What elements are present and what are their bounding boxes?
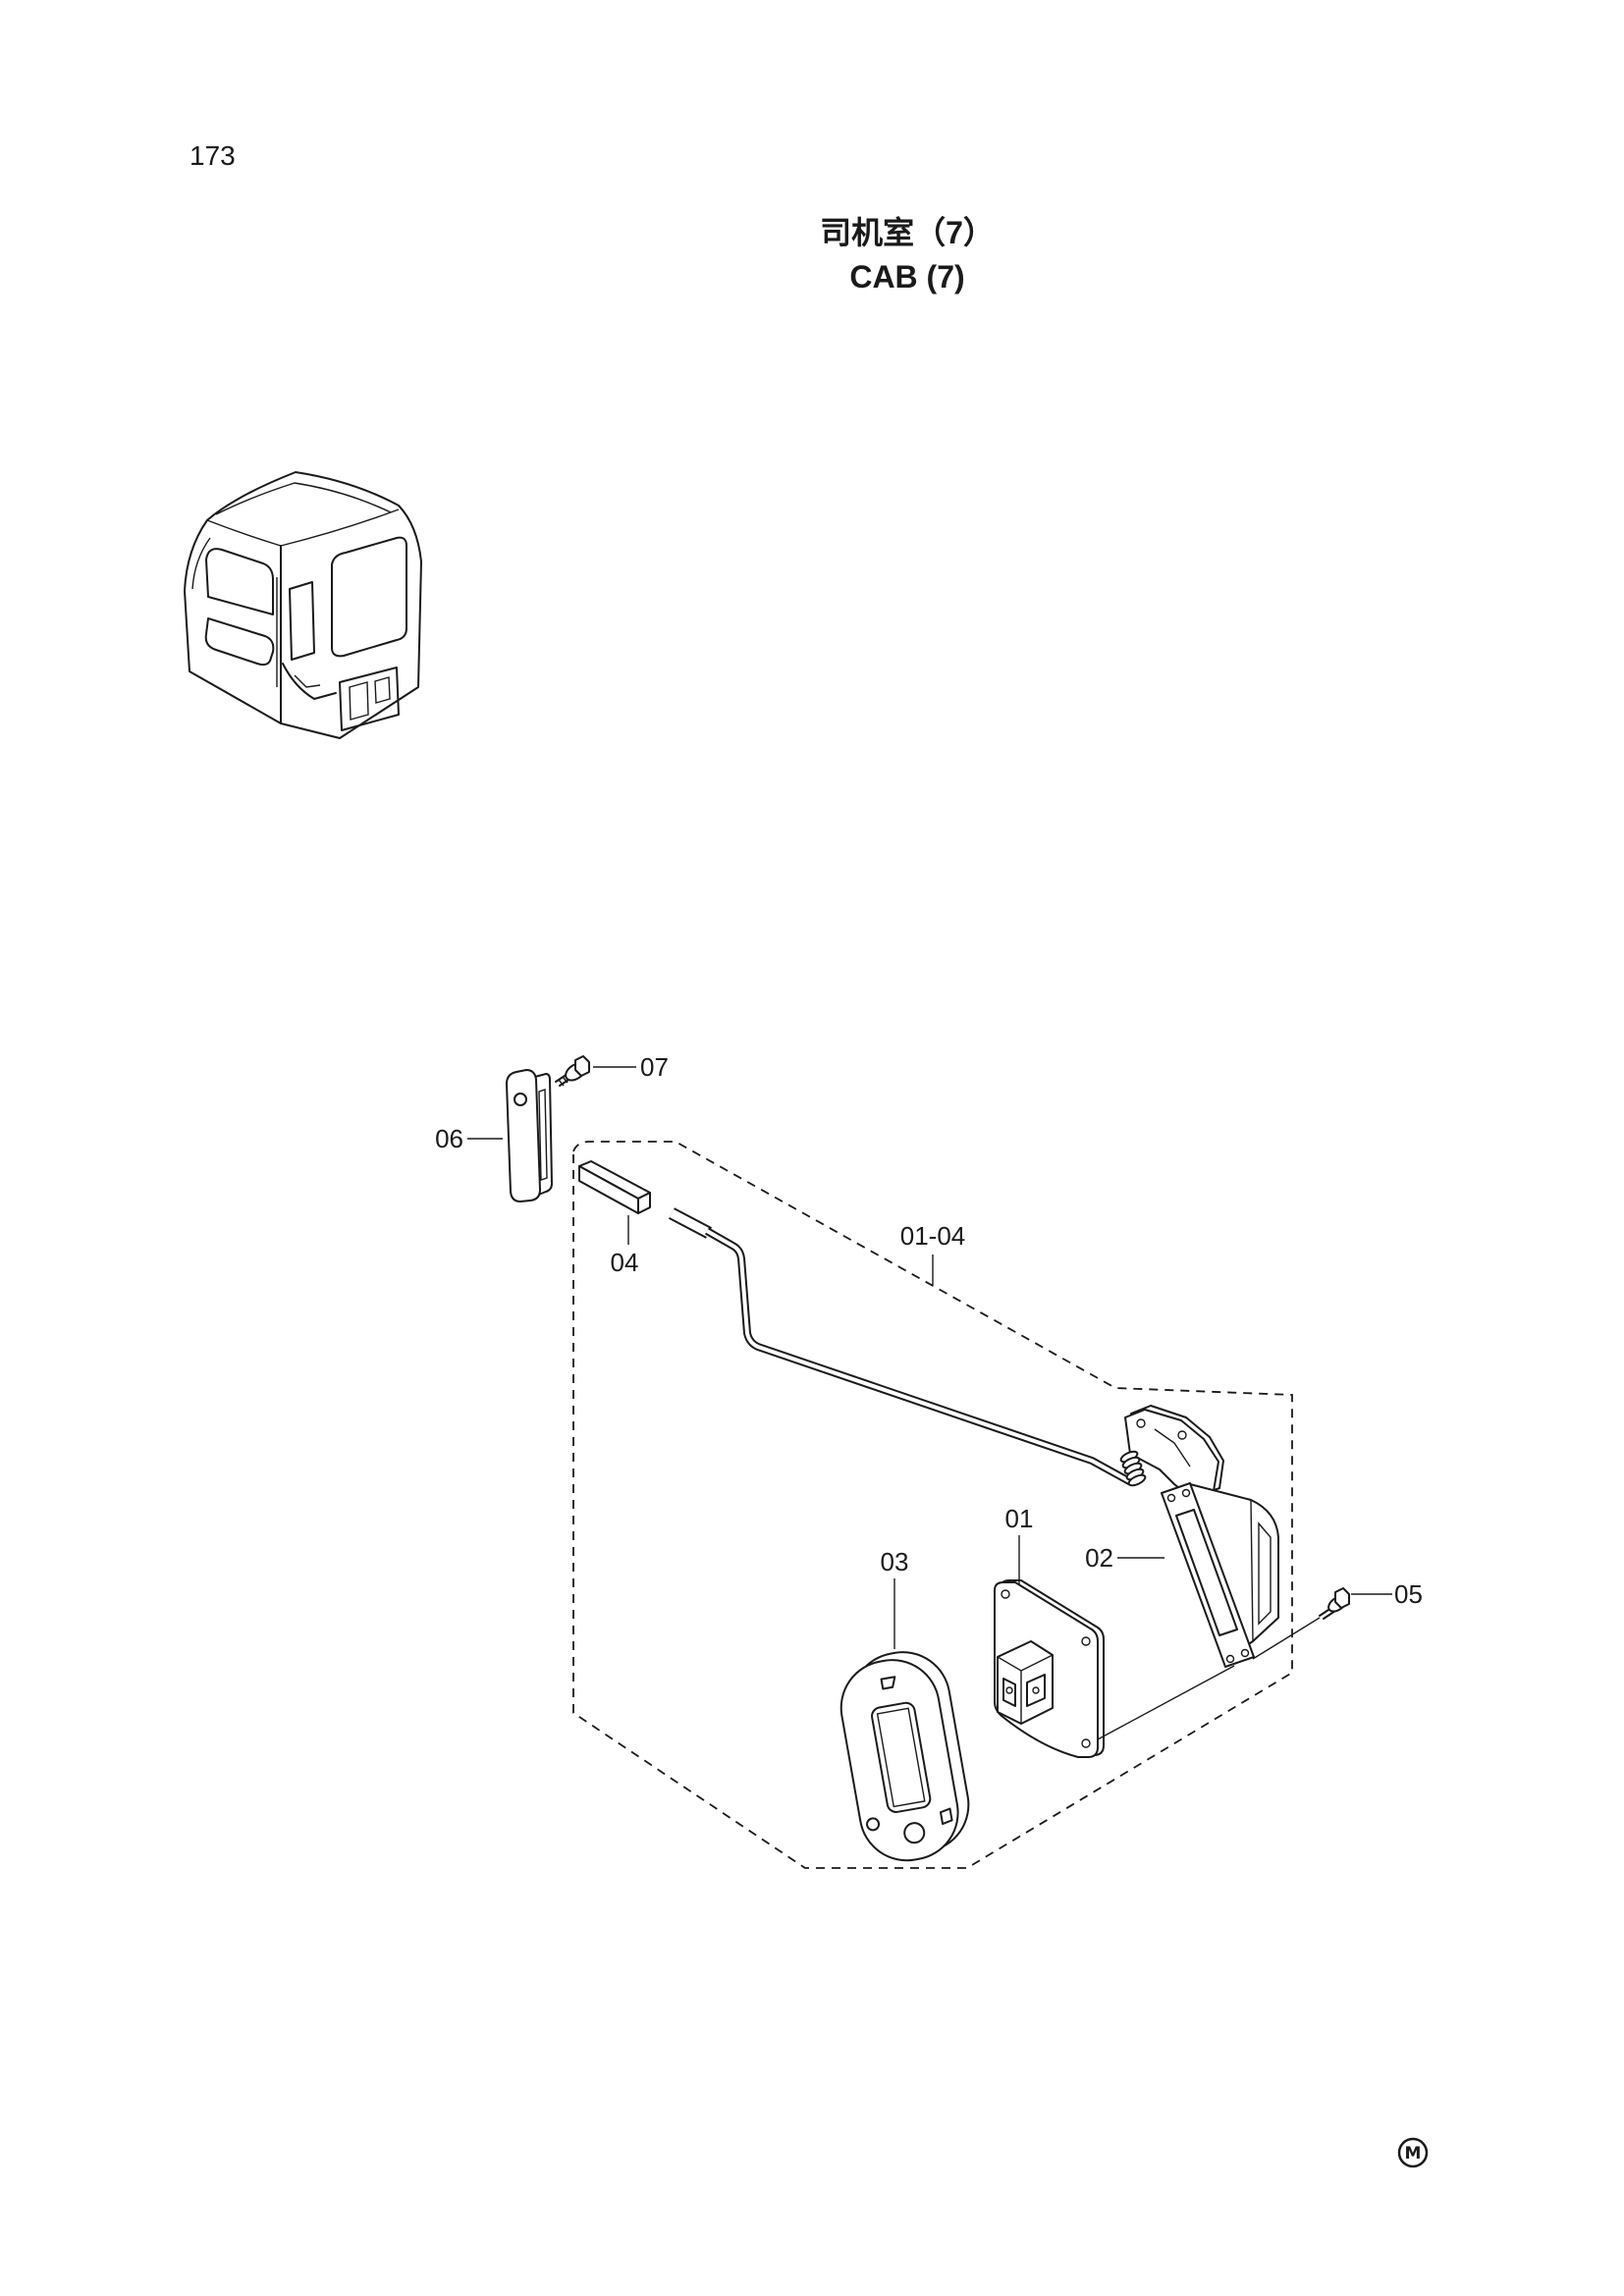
part-07-screw	[555, 1055, 590, 1087]
logo-letter: M	[1405, 2144, 1422, 2163]
plate-hole	[514, 1093, 527, 1106]
page-number: 173	[189, 140, 236, 171]
part-04-knob	[578, 1160, 651, 1214]
catalog-logo-mark: M	[1397, 2137, 1429, 2168]
title-chinese: 司机室（7）	[820, 215, 995, 250]
callout-03: 03	[881, 1547, 909, 1576]
callout-06: 06	[435, 1124, 463, 1153]
title-english: CAB (7)	[849, 259, 964, 294]
assembly-boundary	[572, 1141, 1293, 1869]
part-02-housing	[1119, 1405, 1279, 1668]
connector-block	[997, 1640, 1054, 1725]
lever-rod	[668, 1207, 1133, 1486]
part-05-screw	[1319, 1587, 1350, 1620]
screw-05-axis-line	[1252, 1617, 1321, 1660]
callout-01-04: 01-04	[900, 1221, 966, 1251]
mounting-line	[1097, 1665, 1235, 1740]
part-01-switch-plate	[994, 1579, 1105, 1758]
callout-04: 04	[611, 1248, 639, 1277]
callout-07: 07	[640, 1052, 669, 1082]
cab-overview-illustration	[184, 471, 422, 739]
callout-02: 02	[1085, 1543, 1113, 1573]
part-03-ring	[839, 1651, 970, 1862]
callout-01: 01	[1005, 1504, 1034, 1533]
callout-05: 05	[1394, 1579, 1423, 1609]
part-06-plate	[506, 1069, 553, 1202]
spring-coil	[1119, 1450, 1147, 1487]
